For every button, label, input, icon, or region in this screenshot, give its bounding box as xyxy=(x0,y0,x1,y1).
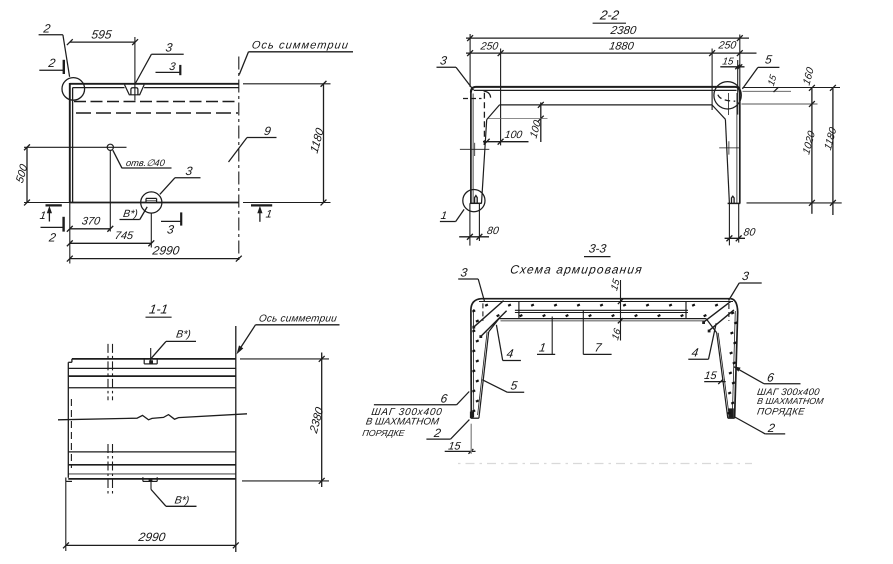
svg-text:1: 1 xyxy=(440,210,448,222)
svg-text:3: 3 xyxy=(741,269,750,283)
svg-text:15: 15 xyxy=(447,441,462,453)
svg-text:В*): В*) xyxy=(174,494,190,506)
svg-text:В ШАХМАТНОМ: В ШАХМАТНОМ xyxy=(365,416,440,427)
svg-text:745: 745 xyxy=(114,230,135,242)
svg-text:3-3: 3-3 xyxy=(588,242,608,256)
svg-text:16: 16 xyxy=(610,327,623,342)
svg-text:2: 2 xyxy=(42,22,52,36)
svg-text:1-1: 1-1 xyxy=(148,302,169,317)
svg-text:7: 7 xyxy=(594,341,604,355)
svg-text:15: 15 xyxy=(722,56,735,67)
svg-text:3: 3 xyxy=(166,223,175,237)
svg-text:100: 100 xyxy=(504,129,523,141)
svg-text:ПОРЯДКЕ: ПОРЯДКЕ xyxy=(756,406,806,417)
svg-text:2: 2 xyxy=(47,231,57,245)
svg-text:3: 3 xyxy=(439,54,448,68)
svg-text:80: 80 xyxy=(743,227,756,239)
svg-text:В*): В*) xyxy=(175,329,191,341)
svg-text:отв.∅40: отв.∅40 xyxy=(125,158,166,168)
svg-text:100: 100 xyxy=(528,118,544,140)
svg-text:2990: 2990 xyxy=(137,530,167,544)
svg-text:15: 15 xyxy=(703,370,718,382)
svg-text:6: 6 xyxy=(766,371,775,385)
svg-text:3: 3 xyxy=(460,266,469,280)
svg-text:15: 15 xyxy=(609,277,622,292)
svg-text:5: 5 xyxy=(764,53,773,67)
svg-text:В ШАХМАТНОМ: В ШАХМАТНОМ xyxy=(757,396,825,406)
svg-text:4: 4 xyxy=(691,346,700,360)
svg-text:160: 160 xyxy=(801,65,817,87)
svg-text:ПОРЯДКЕ: ПОРЯДКЕ xyxy=(362,428,406,438)
svg-text:3: 3 xyxy=(185,164,194,178)
svg-text:4: 4 xyxy=(506,347,515,361)
svg-text:370: 370 xyxy=(81,216,102,228)
svg-text:6: 6 xyxy=(440,392,449,406)
svg-text:В*): В*) xyxy=(122,208,138,220)
svg-text:15: 15 xyxy=(766,73,779,88)
svg-text:250: 250 xyxy=(479,41,499,53)
svg-text:Схема армирования: Схема армирования xyxy=(509,263,644,277)
svg-text:1: 1 xyxy=(39,210,47,222)
svg-text:ШАГ 300х400: ШАГ 300х400 xyxy=(371,407,444,418)
svg-text:1180: 1180 xyxy=(822,125,839,152)
svg-text:5: 5 xyxy=(510,379,519,393)
svg-text:595: 595 xyxy=(91,28,113,42)
svg-text:1: 1 xyxy=(265,209,273,221)
svg-text:80: 80 xyxy=(486,225,499,237)
svg-text:2: 2 xyxy=(432,426,442,440)
svg-text:ШАГ 300х400: ШАГ 300х400 xyxy=(756,387,820,398)
svg-text:Ось симметрии: Ось симметрии xyxy=(251,39,350,51)
svg-text:250: 250 xyxy=(717,40,737,52)
svg-text:2: 2 xyxy=(47,56,57,70)
svg-text:2380: 2380 xyxy=(609,25,638,37)
svg-text:2-2: 2-2 xyxy=(598,8,621,23)
svg-text:1020: 1020 xyxy=(801,129,818,156)
svg-text:500: 500 xyxy=(14,162,30,185)
svg-text:2: 2 xyxy=(766,421,776,435)
svg-text:9: 9 xyxy=(263,124,272,138)
svg-text:1880: 1880 xyxy=(608,41,635,53)
svg-text:1: 1 xyxy=(538,341,547,355)
svg-text:Ось симметрии: Ось симметрии xyxy=(258,314,338,325)
svg-text:3: 3 xyxy=(169,61,178,73)
svg-text:2990: 2990 xyxy=(151,243,181,257)
svg-text:3: 3 xyxy=(165,41,174,55)
